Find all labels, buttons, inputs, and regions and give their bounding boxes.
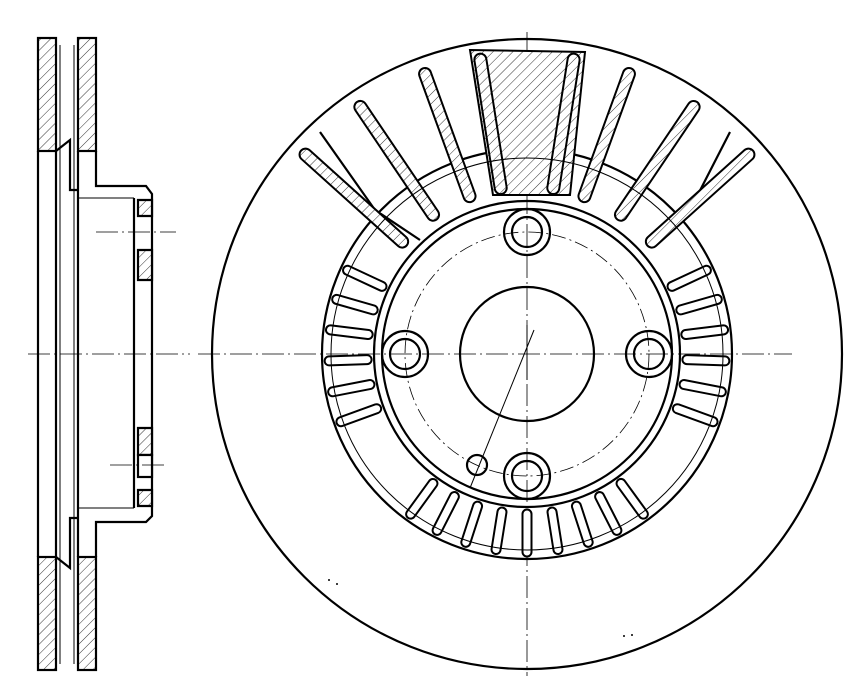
speck-marks xyxy=(328,579,633,637)
hub-hatch-bottom xyxy=(136,488,154,508)
vent-slat-5 xyxy=(546,52,581,195)
hub-slots xyxy=(323,157,731,558)
hub-slot-17 xyxy=(521,508,533,558)
center-bore xyxy=(458,285,596,423)
hub-slot-4 xyxy=(325,324,374,340)
section-line xyxy=(469,329,535,489)
hub-slot-9 xyxy=(680,324,729,340)
hub-slot-2 xyxy=(327,379,376,398)
disc-outer-edge xyxy=(210,37,844,671)
bolt-pitch-circle xyxy=(404,231,650,477)
hub-profile xyxy=(94,151,154,557)
hub-slot-7 xyxy=(666,264,712,292)
front-view xyxy=(198,32,844,676)
side-section-view xyxy=(28,36,190,672)
hub-slot-14 xyxy=(594,491,623,536)
hub-slot-21 xyxy=(405,478,439,520)
hub-slot-13 xyxy=(615,478,649,520)
hub-slot-19 xyxy=(460,500,484,548)
hub-slot-12 xyxy=(671,403,719,428)
bolt-hole-top xyxy=(502,207,552,257)
bolt-hole-bottom xyxy=(502,451,552,501)
hub-slot-18 xyxy=(490,506,508,556)
bolt-hole-right xyxy=(624,329,674,379)
vent-slat-3 xyxy=(418,67,477,204)
hub-slot-15 xyxy=(570,500,594,548)
hub-slot-5 xyxy=(331,293,379,316)
hub-slot-6 xyxy=(342,264,388,292)
hub-hatch-mid-top xyxy=(136,248,154,282)
inner-plate-top xyxy=(76,36,98,153)
hub-slot-16 xyxy=(546,506,564,556)
hub-slot-10 xyxy=(681,354,731,367)
outer-plate-bottom xyxy=(36,555,58,672)
hub-stud-hole xyxy=(136,453,154,479)
vent-slat-6 xyxy=(577,67,636,204)
hub-slot-8 xyxy=(675,293,723,316)
bolt-hole-left xyxy=(380,329,430,379)
step-top xyxy=(55,137,78,192)
inner-plate-bottom xyxy=(76,555,98,672)
outer-plate-top xyxy=(36,36,58,153)
hub-slot-11 xyxy=(678,379,727,398)
vent-slat-4 xyxy=(473,52,508,195)
hub-slot-20 xyxy=(431,491,460,536)
hub-outer-circle xyxy=(372,199,682,509)
slot-ring-outer xyxy=(330,157,724,551)
hub-slot-3 xyxy=(323,354,373,367)
locating-hole xyxy=(465,453,489,477)
hub-hatch-mid-bottom xyxy=(136,426,154,457)
hub-slot-1 xyxy=(335,403,383,428)
step-bottom xyxy=(55,516,78,571)
hub-hatch-top xyxy=(136,198,154,218)
